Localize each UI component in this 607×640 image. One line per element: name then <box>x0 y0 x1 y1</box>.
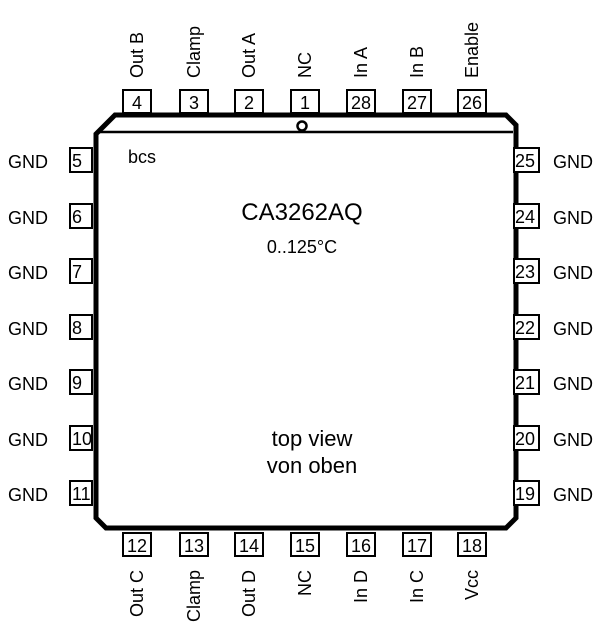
pin-box-21 <box>513 369 540 395</box>
pin-box-4 <box>122 89 152 114</box>
pin-number-9: 9 <box>72 373 82 393</box>
pin-number-18: 18 <box>462 536 482 556</box>
chip-body <box>93 112 519 531</box>
pin-number-17: 17 <box>407 536 427 556</box>
pin-label-16: In D <box>351 570 371 603</box>
pin-box-13 <box>179 532 209 557</box>
pin-number-26: 26 <box>462 93 482 113</box>
pin-number-11: 11 <box>72 484 91 504</box>
pin-label-8: GND <box>8 319 48 339</box>
pin-number-21: 21 <box>515 373 535 393</box>
pin-number-3: 3 <box>189 93 199 113</box>
pin-label-18: Vcc <box>462 570 482 600</box>
pin-number-23: 23 <box>515 262 535 282</box>
pin-number-24: 24 <box>515 207 535 227</box>
pin-box-16 <box>346 532 376 557</box>
pin-number-20: 20 <box>515 429 535 449</box>
pin-label-2: Out A <box>239 33 259 78</box>
pin-label-25: GND <box>553 152 593 172</box>
pin-label-19: GND <box>553 485 593 505</box>
pin-box-11 <box>69 480 93 506</box>
pin-label-14: Out D <box>239 570 259 617</box>
pin-box-19 <box>513 480 540 506</box>
pin-box-3 <box>179 89 209 114</box>
pin-box-7 <box>69 258 93 284</box>
pin-1-dot <box>296 120 308 132</box>
pin-box-24 <box>513 203 540 229</box>
manufacturer-logo: bcs <box>128 147 156 167</box>
pin-box-20 <box>513 425 540 451</box>
pin-label-11: GND <box>8 485 48 505</box>
pin-label-22: GND <box>553 319 593 339</box>
pin-label-23: GND <box>553 263 593 283</box>
pin-number-13: 13 <box>184 536 204 556</box>
pin-label-7: GND <box>8 263 48 283</box>
pin-number-8: 8 <box>72 318 82 338</box>
pin-number-28: 28 <box>351 93 371 113</box>
pin-box-5 <box>69 147 93 173</box>
pin-box-8 <box>69 314 93 340</box>
pin-label-17: In C <box>407 570 427 603</box>
pin-number-14: 14 <box>239 536 259 556</box>
pin-number-27: 27 <box>407 93 427 113</box>
pin-number-16: 16 <box>351 536 371 556</box>
pin-box-26 <box>457 89 487 114</box>
pin-box-9 <box>69 369 93 395</box>
pin-label-12: Out C <box>127 570 147 617</box>
pin-number-5: 5 <box>72 151 82 171</box>
pin-number-19: 19 <box>515 484 535 504</box>
pin-number-6: 6 <box>72 207 82 227</box>
pin-number-22: 22 <box>515 318 535 338</box>
pin-number-10: 10 <box>72 429 92 449</box>
pin-number-12: 12 <box>127 536 147 556</box>
pin-number-2: 2 <box>244 93 254 113</box>
temperature-range: 0..125°C <box>267 237 337 257</box>
pin-label-27: In B <box>407 46 427 78</box>
pin-box-25 <box>513 147 540 173</box>
pin-box-28 <box>346 89 376 114</box>
pin-box-17 <box>402 532 432 557</box>
pin-label-28: In A <box>351 47 371 78</box>
pin-number-15: 15 <box>295 536 315 556</box>
pin-label-5: GND <box>8 152 48 172</box>
pin-box-12 <box>122 532 152 557</box>
pin-label-10: GND <box>8 430 48 450</box>
pin-box-27 <box>402 89 432 114</box>
pin-box-23 <box>513 258 540 284</box>
part-number: CA3262AQ <box>241 199 362 226</box>
pin-label-6: GND <box>8 208 48 228</box>
pin-number-7: 7 <box>72 262 82 282</box>
pin-number-4: 4 <box>132 93 142 113</box>
pin-box-15 <box>290 532 320 557</box>
pin-label-21: GND <box>553 374 593 394</box>
pin-label-26: Enable <box>462 22 482 78</box>
pin-label-13: Clamp <box>184 570 204 622</box>
pin-box-14 <box>234 532 264 557</box>
pin-box-10 <box>69 425 93 451</box>
pin-label-4: Out B <box>127 32 147 78</box>
view-label-german: von oben <box>267 453 358 478</box>
pin-box-6 <box>69 203 93 229</box>
pin-box-18 <box>457 532 487 557</box>
pin-box-2 <box>234 89 264 114</box>
pin-box-22 <box>513 314 540 340</box>
view-label-english: top view <box>272 426 353 451</box>
pin-label-3: Clamp <box>184 26 204 78</box>
pin-label-20: GND <box>553 430 593 450</box>
pin-label-1: NC <box>295 52 315 78</box>
pin-box-1 <box>290 89 320 114</box>
pin-label-15: NC <box>295 570 315 596</box>
pin-number-1: 1 <box>300 93 310 113</box>
pin-label-24: GND <box>553 208 593 228</box>
pin-label-9: GND <box>8 374 48 394</box>
pin-number-25: 25 <box>515 151 535 171</box>
